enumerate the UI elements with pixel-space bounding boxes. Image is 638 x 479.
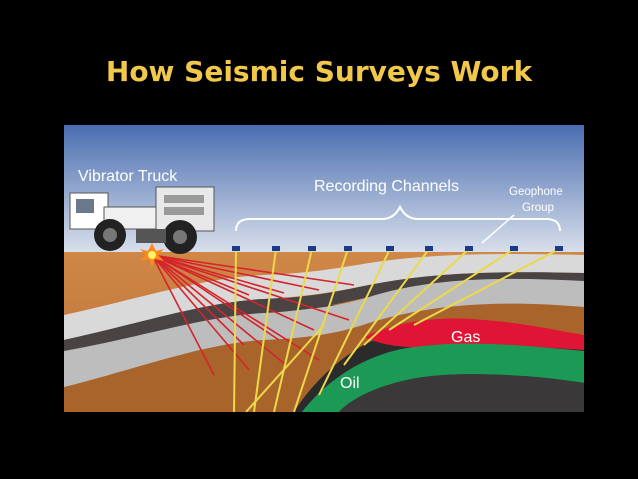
recording-channels-bracket xyxy=(235,204,561,232)
gas-layer xyxy=(364,318,584,350)
geophone-label-line2: Group xyxy=(522,202,554,214)
vibrator-truck xyxy=(69,186,215,254)
slide-title: How Seismic Surveys Work xyxy=(105,55,533,88)
recording-channels-label: Recording Channels xyxy=(314,178,459,195)
seismic-diagram: Vibrator Truck Recording Channels Geopho… xyxy=(64,125,584,412)
trap-underlayer xyxy=(339,374,584,412)
oil-layer xyxy=(302,343,584,412)
oil-label: Oil xyxy=(340,375,360,392)
vibrator-truck-label: Vibrator Truck xyxy=(78,168,178,185)
geophone-label-line1: Geophone xyxy=(509,186,563,198)
geophone-pointer xyxy=(481,214,515,244)
up-rays xyxy=(233,248,560,412)
geophone-array xyxy=(232,246,563,251)
gas-label: Gas xyxy=(451,329,480,346)
down-rays xyxy=(151,254,355,376)
vibration-source-burst xyxy=(140,243,164,267)
